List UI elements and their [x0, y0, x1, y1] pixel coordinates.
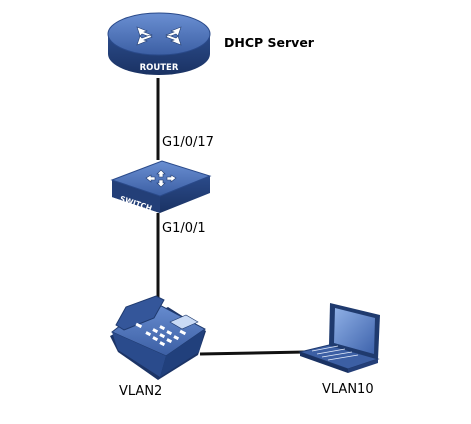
ip-phone-icon [110, 295, 206, 380]
router-icon: ROUTER [107, 12, 211, 75]
link-phone-laptop [199, 350, 306, 356]
laptop-icon [298, 303, 380, 373]
laptop-vlan-label: VLAN10 [322, 382, 374, 397]
router-name-label: DHCP Server [224, 35, 314, 50]
phone-vlan-label: VLAN2 [119, 384, 163, 399]
port-label-g1-0-17: G1/0/17 [162, 135, 214, 150]
switch-icon: SWITCH [110, 160, 212, 213]
port-label-g1-0-1: G1/0/1 [162, 221, 206, 236]
router-device-label: ROUTER [140, 63, 179, 73]
